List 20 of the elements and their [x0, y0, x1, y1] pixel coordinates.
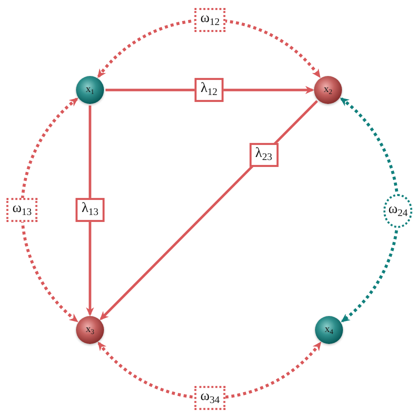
- edge-label: ω$_{13}$: [6, 198, 38, 222]
- arrow: [86, 106, 94, 316]
- node-label: x$_{1}$: [86, 84, 94, 96]
- node-label: x$_{3}$: [86, 324, 94, 336]
- double-arrow: [340, 97, 400, 322]
- sphere-node: [314, 76, 342, 104]
- node-label: x$_{4}$: [324, 324, 334, 336]
- edge-label: λ$_{23}$: [249, 142, 278, 167]
- edge-label: ω$_{24}$: [383, 194, 413, 228]
- double-arrow: [98, 342, 322, 400]
- node-label: x$_{2}$: [324, 84, 332, 96]
- edge-label: λ$_{13}$: [76, 198, 104, 222]
- arrow: [100, 100, 318, 320]
- double-arrow: [97, 18, 321, 78]
- sphere-node: [76, 76, 104, 104]
- edge-label: ω$_{34}$: [194, 386, 226, 410]
- edge-label: ω$_{12}$: [194, 8, 226, 32]
- edge-label: λ$_{12}$: [194, 78, 224, 102]
- sphere-node: [76, 316, 104, 344]
- sphere-node: [315, 316, 343, 344]
